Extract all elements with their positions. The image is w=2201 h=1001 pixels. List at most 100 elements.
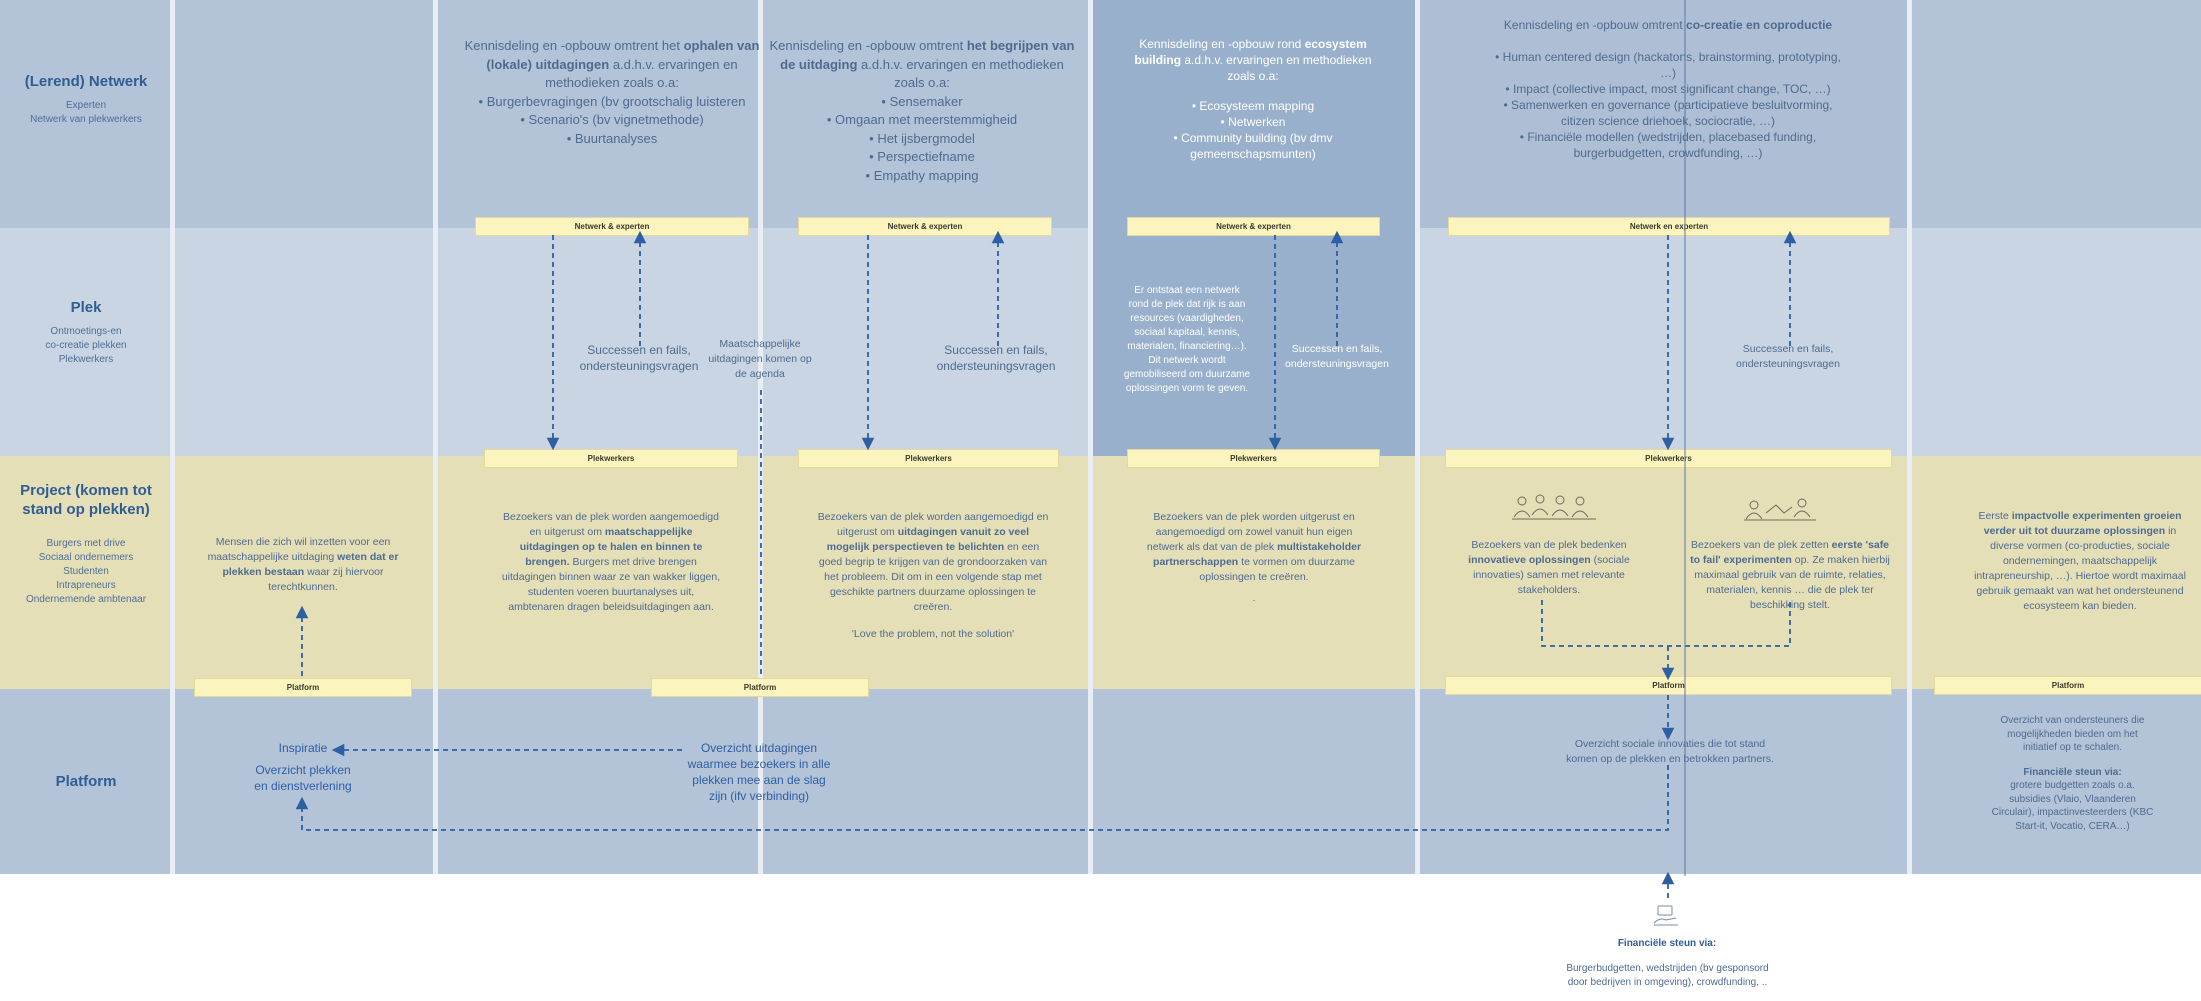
method-list: • Sensemaker • Omgaan met meerstemmighei… — [826, 93, 1018, 183]
quote-text: 'Love the problem, not the solution' — [851, 628, 1015, 640]
row-subtitle: Burgers met drive Sociaal ondernemers St… — [0, 537, 172, 607]
row-label-plek: Plek Ontmoetings-en co-creatie plekken P… — [0, 298, 172, 367]
network-text-challenges: Kennisdeling en -opbouw omtrent het opha… — [462, 37, 762, 148]
label-network-experts: Netwerk & experten — [475, 217, 749, 236]
method-list: • Burgerbevragingen (bv grootschalig lui… — [478, 93, 746, 146]
row-label-platform: Platform — [0, 772, 172, 791]
row-sub-item: Ondernemende ambtenaar — [25, 594, 147, 605]
project-text-awareness: Mensen die zich wil inzetten voor een ma… — [200, 535, 406, 595]
success-fails-text: Successen en fails, ondersteuningsvragen — [1736, 343, 1840, 370]
project-text-experiments: Bezoekers van de plek zetten eerste 'saf… — [1685, 538, 1895, 613]
project-text-bring-challenges: Bezoekers van de plek worden aangemoedig… — [500, 510, 722, 615]
column-divider — [170, 0, 175, 874]
label-platform: Platform — [194, 678, 412, 697]
text-emphasis: impactvolle experimenten groeien verder … — [1983, 510, 2182, 537]
success-fails-text: Successen en fails, ondersteuningsvragen — [579, 343, 699, 373]
text-part: Kennisdeling en -opbouw omtrent — [769, 38, 964, 53]
text-emphasis: het begrijpen van de uitdaging — [780, 38, 1075, 72]
row-sub-item: Plekwerkers — [58, 354, 114, 365]
arrow-loop — [295, 765, 1669, 831]
societal-challenges-text: Maatschappelijke uitdagingen komen op de… — [708, 338, 812, 380]
cocreation-column-shade — [1415, 0, 1907, 228]
method-list: • Human centered design (hackatons, brai… — [1495, 50, 1841, 160]
row-sub-item: Studenten — [63, 566, 109, 577]
text-emphasis: ophalen van (lokale) uitdagingen — [486, 38, 760, 72]
text-emphasis: weten dat er plekken bestaan — [222, 551, 399, 578]
row-title: Platform — [55, 773, 117, 790]
financial-title: Financiële steun via: — [2023, 766, 2122, 778]
success-fails-text: Successen en fails, ondersteuningsvragen — [1285, 343, 1389, 370]
row-subtitle: Experten Netwerk van plekwerkers — [0, 99, 172, 127]
overview-innovations-text: Overzicht sociale innovaties die tot sta… — [1566, 738, 1774, 765]
method-list: • Ecosysteem mapping • Netwerken • Commu… — [1173, 99, 1333, 161]
method-item: Netwerken — [1228, 115, 1286, 129]
text-emphasis: co-creatie en coproductie — [1686, 18, 1833, 32]
text-part: Bezoekers van de plek bedenken — [1471, 539, 1627, 551]
label-platform: Platform — [651, 678, 869, 697]
row-sub-item: Netwerk van plekwerkers — [30, 114, 142, 125]
label-plekwerkers: Plekwerkers — [1127, 449, 1380, 468]
text-part: Bezoekers van de plek worden aangemoedig… — [503, 511, 719, 538]
column-divider — [433, 0, 438, 874]
text-emphasis: uitdagingen vanuit zo veel mogelijk pers… — [826, 526, 1029, 553]
inspiration-text: Inspiratie — [278, 741, 328, 755]
method-item: Community building (bv dmv gemeenschapsm… — [1181, 131, 1333, 161]
column-divider — [1415, 0, 1420, 874]
method-item: Impact (collective impact, most signific… — [1512, 82, 1831, 96]
project-text-perspectives: Bezoekers van de plek worden aangemoedig… — [817, 510, 1049, 642]
project-text-partnerships: Bezoekers van de plek worden uitgerust e… — [1140, 510, 1368, 606]
method-item: Perspectiefname — [877, 149, 975, 164]
method-item: Sensemaker — [889, 93, 963, 109]
text-emphasis: multistakeholder partnerschappen — [1153, 541, 1362, 568]
band-platform — [0, 689, 2201, 874]
label-plekwerkers: Plekwerkers — [484, 449, 738, 468]
text-emphasis: innovatieve oplossingen — [1468, 554, 1591, 566]
text-part: a.d.h.v. ervaringen en methodieken zoals… — [545, 56, 738, 91]
label-platform: Platform — [1934, 676, 2201, 695]
network-text-ecosystem: Kennisdeling en -opbouw rond ecosystem b… — [1125, 36, 1381, 162]
row-sub-item: Sociaal ondernemers — [38, 552, 134, 563]
method-item: Empathy mapping — [873, 167, 979, 183]
label-network-experts: Netwerk en experten — [1448, 217, 1890, 236]
text-part: Bezoekers van de plek zetten — [1690, 539, 1829, 551]
method-item: Ecosysteem mapping — [1199, 99, 1315, 113]
row-sub-item: Experten — [65, 100, 107, 111]
overview-challenges-text: Overzicht uitdagingen waarmee bezoekers … — [687, 741, 831, 803]
text-part: en een goed begrip te krijgen van de gro… — [818, 541, 1048, 613]
method-item: Omgaan met meerstemmigheid — [835, 112, 1018, 127]
support-overview: Overzicht van ondersteuners die mogelijk… — [2000, 715, 2145, 753]
text-part: a.d.h.v. ervaringen en methodieken zoals… — [1184, 53, 1372, 83]
row-subtitle: Ontmoetings-en co-creatie plekken Plekwe… — [0, 325, 172, 367]
row-sub-item: Intrapreneurs — [56, 580, 116, 591]
success-fails-text: Successen en fails, ondersteuningsvragen — [936, 343, 1056, 373]
text-part: Bezoekers van de plek worden uitgerust e… — [1146, 511, 1355, 553]
text-part: op. Ze maken hierbij maximaal gebruik va… — [1694, 554, 1890, 611]
text-part: Kennisdeling en -opbouw omtrent — [1503, 18, 1683, 32]
financial-support-title: Financiële steun via: — [1617, 938, 1717, 949]
overview-places-text: Overzicht plekken en dienstverlening — [254, 763, 352, 793]
band-project — [0, 456, 2201, 689]
method-item: Financiële modellen (wedstrijden, placeb… — [1527, 130, 1817, 160]
method-item: Scenario's (bv vignetmethode) — [528, 112, 704, 127]
experiment-sketch-icon — [1744, 498, 1816, 521]
project-text-scaling: Eerste impactvolle experimenten groeien … — [1967, 509, 2193, 614]
row-title: Project (komen tot stand op plekken) — [20, 482, 152, 518]
text-part: a.d.h.v. ervaringen en methodieken zoals… — [861, 56, 1064, 91]
row-sub-item: co-creatie plekken — [45, 340, 127, 351]
dashed-connector — [1541, 600, 1791, 647]
label-network-experts: Netwerk & experten — [1127, 217, 1380, 236]
label-network-experts: Netwerk & experten — [798, 217, 1052, 236]
text-part: in diverse vormen (co-producties, social… — [1974, 525, 2186, 612]
people-meeting-icon — [1512, 494, 1596, 520]
text-part: Burgers met drive brengen uitdagingen bi… — [501, 556, 721, 613]
column-divider — [1907, 0, 1912, 874]
method-item: Buurtanalyses — [574, 130, 658, 146]
text-part: te vormen om duurzame oplossingen te cre… — [1199, 556, 1355, 583]
text-part: . — [1252, 592, 1256, 604]
row-sub-item: Ontmoetings-en — [50, 326, 122, 337]
text-emphasis: ecosystem building — [1134, 37, 1367, 67]
financial-text: grotere budgetten zoals o.a. subsidies (… — [1991, 780, 2154, 832]
row-title: (Lerend) Netwerk — [24, 73, 148, 90]
row-title: Plek — [70, 299, 102, 316]
